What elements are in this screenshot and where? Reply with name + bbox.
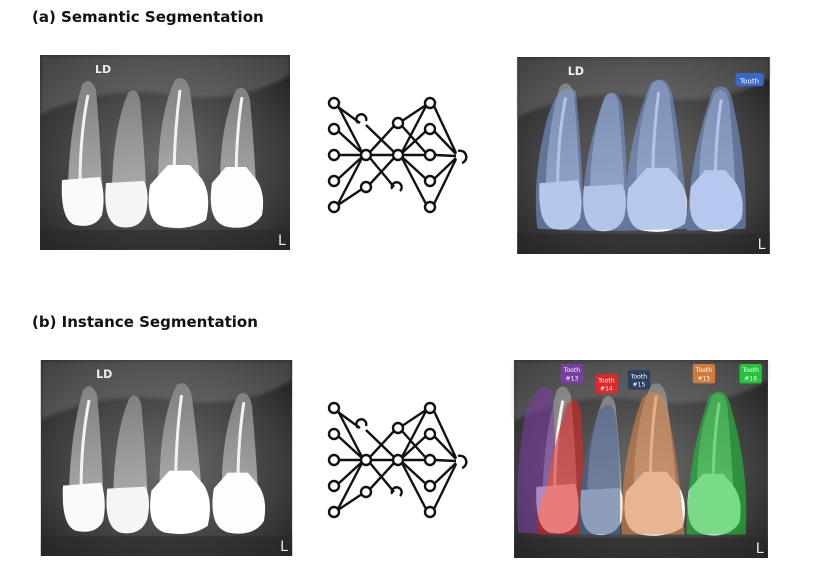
- panel-b-input-xray: LD L: [40, 360, 293, 556]
- svg-text:#14: #14: [600, 385, 613, 392]
- svg-text:Tooth: Tooth: [695, 367, 712, 374]
- panel-b-title: (b) Instance Segmentation: [32, 313, 258, 331]
- xray-side-mark: L: [756, 541, 764, 557]
- instance-label-3: Tooth #15: [627, 370, 651, 390]
- panel-b-output-xray: Tooth #13 Tooth #14 Tooth #15 Tooth #15 …: [510, 360, 772, 558]
- svg-text:#15: #15: [698, 375, 711, 382]
- xray-corner-mark: LD: [95, 63, 111, 76]
- svg-text:#15: #15: [633, 381, 646, 388]
- instance-masks: [517, 387, 747, 535]
- instance-mask-2: [537, 400, 584, 535]
- instance-mask-5: [686, 391, 747, 535]
- panel-b-network-icon: [326, 400, 476, 529]
- svg-text:#16: #16: [744, 375, 757, 382]
- panel-a-output-xray: Tooth LD L: [516, 57, 771, 254]
- neural-network-icon: [327, 401, 468, 519]
- semantic-label-tag: Tooth: [739, 76, 759, 85]
- neural-network-icon: [327, 96, 468, 214]
- xray-corner-mark: LD: [568, 65, 584, 78]
- panel-a-input-xray: LD L: [40, 55, 290, 250]
- instance-label-5: Tooth #16: [739, 364, 762, 384]
- instance-mask-4: [621, 391, 685, 535]
- instance-label-1: Tooth #13: [560, 364, 584, 384]
- xray-corner-mark: LD: [96, 368, 112, 381]
- panel-a-network-icon: [326, 95, 476, 224]
- svg-text:Tooth: Tooth: [741, 367, 758, 374]
- instance-label-2: Tooth #14: [595, 374, 618, 394]
- svg-text:Tooth: Tooth: [630, 373, 647, 380]
- instance-label-4: Tooth #15: [692, 364, 716, 384]
- semantic-tooth-mask: [535, 79, 746, 231]
- xray-side-mark: L: [758, 237, 766, 253]
- svg-text:#13: #13: [566, 375, 579, 382]
- panel-a-title: (a) Semantic Segmentation: [32, 8, 264, 26]
- svg-text:Tooth: Tooth: [597, 377, 614, 384]
- svg-text:Tooth: Tooth: [563, 367, 580, 374]
- xray-side-mark: L: [278, 233, 286, 249]
- instance-mask-3: [578, 404, 621, 535]
- xray-side-mark: L: [280, 539, 288, 555]
